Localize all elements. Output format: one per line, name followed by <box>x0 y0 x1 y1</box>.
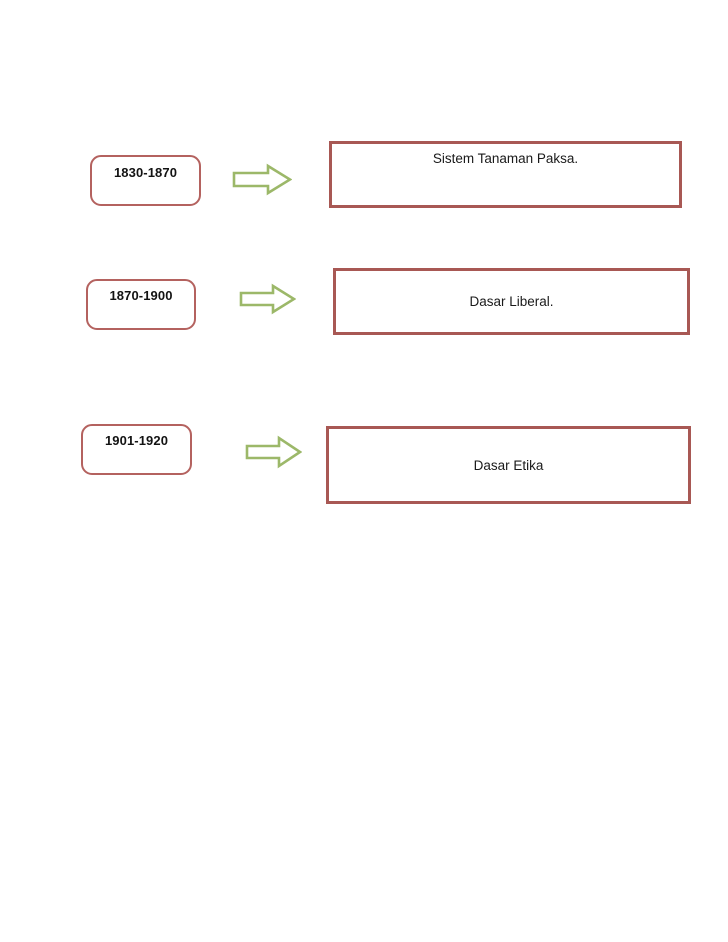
year-range-label-3: 1901-1920 <box>104 433 169 448</box>
description-box-2[interactable]: Dasar Liberal. <box>333 268 690 335</box>
right-block-arrow-icon-3 <box>245 435 302 469</box>
right-block-arrow-glyph-2 <box>239 283 296 315</box>
year-range-label-2: 1870-1900 <box>109 288 173 303</box>
right-block-arrow-icon-1 <box>232 163 292 196</box>
year-range-box-2[interactable]: 1870-1900 <box>86 279 196 330</box>
description-label-3: Dasar Etika <box>473 457 544 473</box>
right-block-arrow-glyph-1 <box>232 163 292 196</box>
description-box-3[interactable]: Dasar Etika <box>326 426 691 504</box>
year-range-box-1[interactable]: 1830-1870 <box>90 155 201 206</box>
year-range-label-1: 1830-1870 <box>113 165 178 180</box>
description-label-2: Dasar Liberal. <box>469 294 554 309</box>
description-box-1[interactable]: Sistem Tanaman Paksa. <box>329 141 682 208</box>
year-range-box-3[interactable]: 1901-1920 <box>81 424 192 475</box>
description-label-1: Sistem Tanaman Paksa. <box>432 151 579 166</box>
right-block-arrow-icon-2 <box>239 283 296 315</box>
right-block-arrow-glyph-3 <box>245 435 302 469</box>
